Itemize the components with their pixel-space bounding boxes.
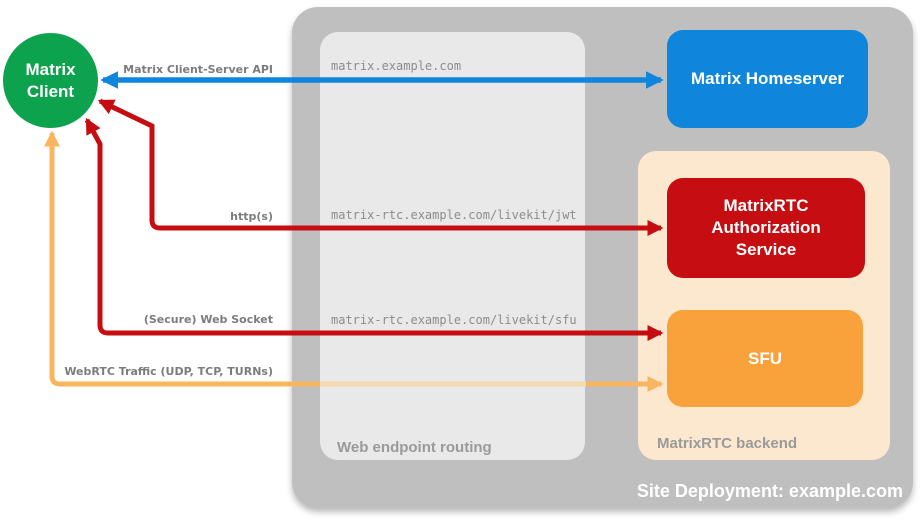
site-deployment-caption: Site Deployment: example.com <box>636 481 903 501</box>
endpoint-matrix: matrix.example.com <box>331 59 462 73</box>
sfu-node: SFU <box>667 310 863 407</box>
arrow-webrtc-traffic-left <box>43 130 320 387</box>
https-arrow-label: http(s) <box>230 210 273 223</box>
matrix-homeserver-label: Matrix Homeserver <box>690 69 845 88</box>
matrixrtc-backend-label: MatrixRTC backend <box>657 435 798 452</box>
matrix-client-label: Matrix Client <box>25 59 76 101</box>
web-endpoint-routing-box <box>320 32 585 460</box>
matrix-client-node: Matrix Client <box>3 33 98 128</box>
sfu-label: SFU <box>748 348 782 368</box>
matrixrtc-authorization-service-label: MatrixRTC Authorization Service <box>711 196 821 259</box>
client-server-api-arrow-label: Matrix Client-Server API <box>123 63 273 76</box>
webrtc-traffic-arrow-label: WebRTC Traffic (UDP, TCP, TURNs) <box>64 365 273 378</box>
endpoint-livekit-jwt: matrix-rtc.example.com/livekit/jwt <box>331 208 577 222</box>
web-socket-arrow-label: (Secure) Web Socket <box>143 313 273 326</box>
web-endpoint-routing-label: Web endpoint routing <box>337 439 492 456</box>
endpoint-livekit-sfu: matrix-rtc.example.com/livekit/sfu <box>331 313 577 327</box>
matrixrtc-authorization-service-node: MatrixRTC Authorization Service <box>667 178 865 278</box>
matrix-homeserver-node: Matrix Homeserver <box>667 30 868 128</box>
